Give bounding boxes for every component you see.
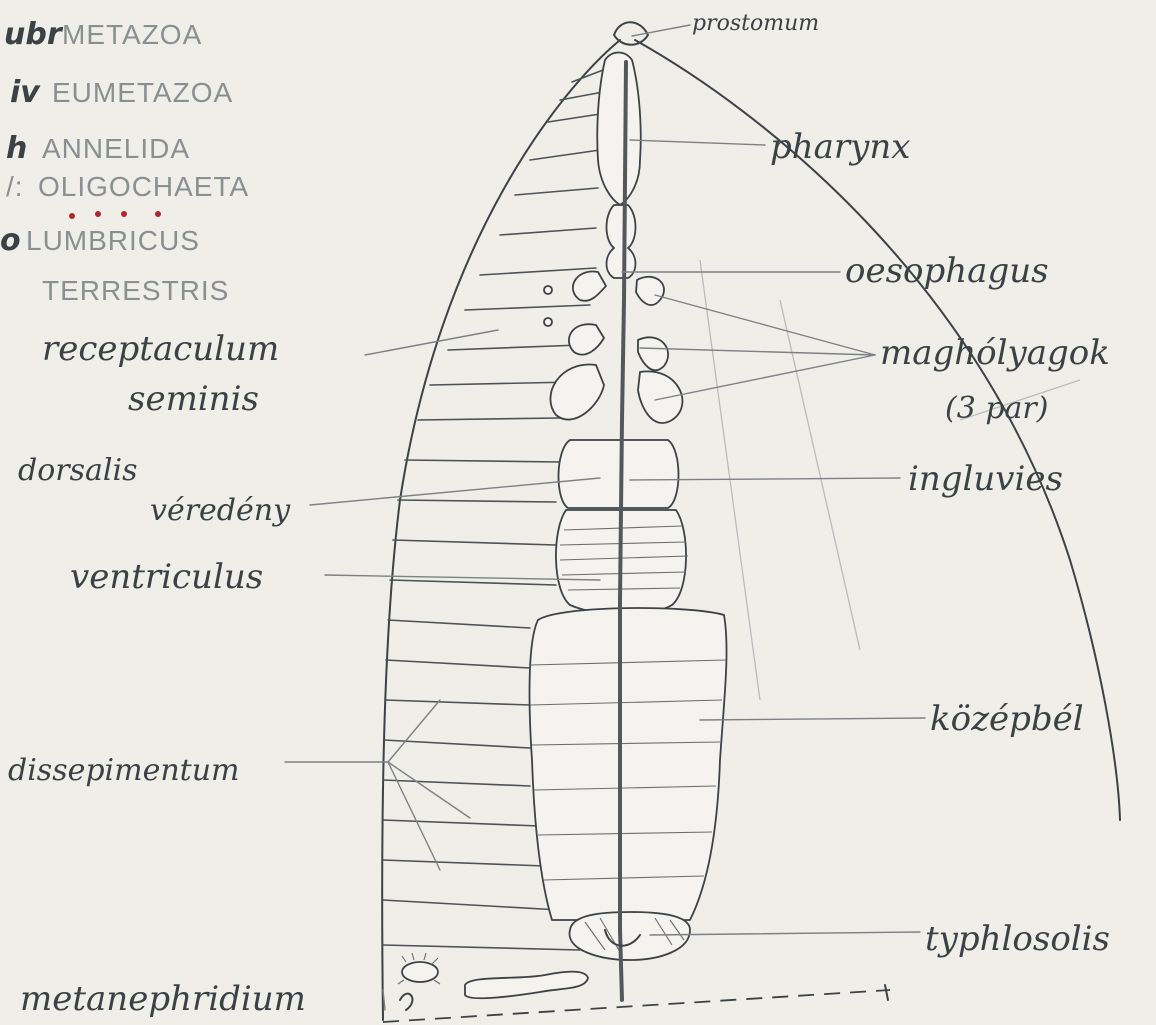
taxonomy-key-5: o xyxy=(0,223,21,258)
label-seminis: seminis xyxy=(128,379,259,419)
taxonomy-key-2: iv xyxy=(10,75,41,110)
typhlosolis-organ xyxy=(570,912,690,960)
label-typhlosolis: typhlosolis xyxy=(925,919,1110,959)
label-kozepbel: középbél xyxy=(930,699,1084,739)
taxonomy-value-4: OLIGOCHAETA xyxy=(38,171,249,202)
intestine-kozepbel xyxy=(530,608,727,920)
label-prostomium: prostomum xyxy=(692,11,819,36)
label-veredeny: véredény xyxy=(150,493,291,528)
seminal-vesicles xyxy=(550,272,682,423)
label-dorsalis: dorsalis xyxy=(18,453,137,488)
taxonomy-value-2: EUMETAZOA xyxy=(52,77,233,108)
taxonomy-value-1: METAZOA xyxy=(62,19,202,50)
red-underline-dots xyxy=(69,211,161,219)
label-dissepimentum: dissepimentum xyxy=(8,753,240,788)
taxonomy-value-6: TERRESTRIS xyxy=(42,275,229,306)
metanephridium-sketch xyxy=(398,953,588,1010)
label-maghólyagok: maghólyagok xyxy=(880,333,1110,373)
pharynx-organ xyxy=(597,53,640,206)
taxonomy-value-5: LUMBRICUS xyxy=(26,225,200,256)
taxonomy-value-3: ANNELIDA xyxy=(42,133,190,164)
taxonomy-key-1: ubr xyxy=(4,17,64,52)
label-3-par: (3 par) xyxy=(945,391,1048,426)
label-metanephridium: metanephridium xyxy=(20,979,306,1019)
taxonomy-colon-4: /: xyxy=(6,171,24,202)
taxonomy-key-3: h xyxy=(6,131,27,166)
taxonomy-block: ubr METAZOA iv EUMETAZOA h ANNELIDA /: O… xyxy=(0,17,249,306)
label-ventriculus: ventriculus xyxy=(70,557,263,597)
crop-ingluvies xyxy=(558,440,678,508)
label-pharynx: pharynx xyxy=(770,127,910,167)
label-receptaculum: receptaculum xyxy=(42,329,279,369)
oesophagus-organ xyxy=(607,205,636,278)
label-oesophagus: oesophagus xyxy=(845,251,1049,291)
worm-body-outline xyxy=(382,22,1120,1022)
label-ingluvies: ingluvies xyxy=(908,459,1063,499)
digestive-tract xyxy=(530,53,727,1001)
